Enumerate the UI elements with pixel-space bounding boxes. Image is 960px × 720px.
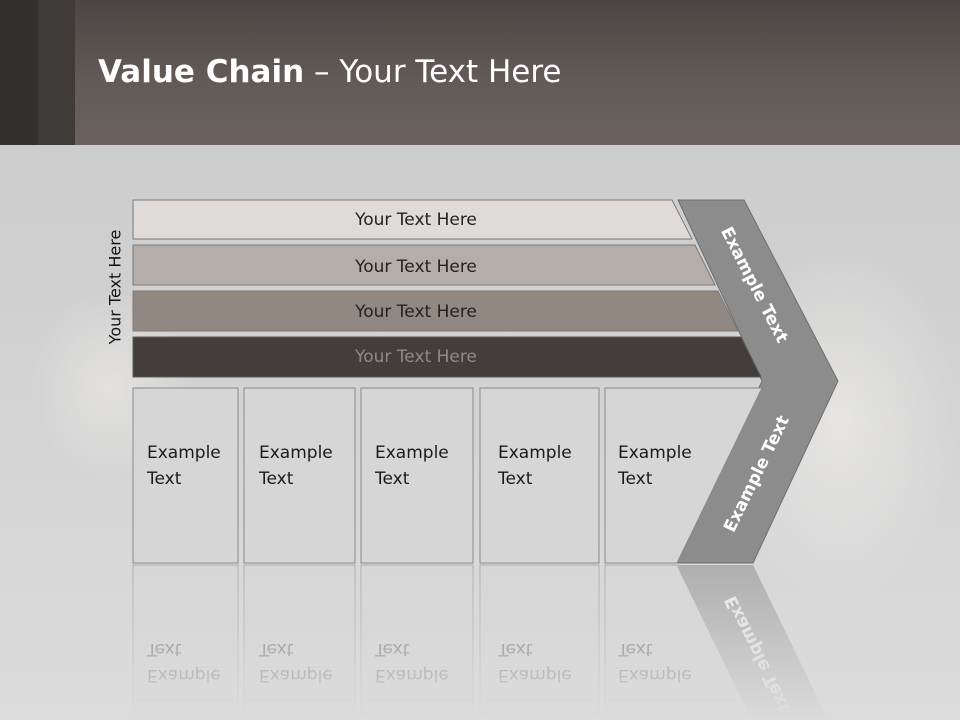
- support-row-3: [132, 290, 739, 332]
- support-row-4: [132, 336, 762, 378]
- slide-title: Value Chain – Your Text Here: [98, 54, 561, 90]
- primary-box-3: [360, 387, 474, 564]
- support-row-3-label: Your Text Here: [354, 302, 477, 322]
- primary-box-2: [243, 387, 356, 564]
- primary-box-3-line2: Text: [374, 469, 410, 489]
- svg-text:Text: Text: [258, 639, 294, 659]
- support-row-2: [132, 244, 716, 286]
- svg-text:Example: Example: [259, 665, 333, 685]
- primary-box-1-line2: Text: [146, 469, 182, 489]
- primary-box-5: [604, 387, 763, 564]
- primary-box-4-line2: Text: [497, 469, 533, 489]
- primary-box-4-line1: Example: [498, 443, 572, 463]
- svg-text:Example: Example: [618, 665, 692, 685]
- support-row-2-label: Your Text Here: [354, 257, 477, 277]
- slide-title-rest: – Your Text Here: [304, 54, 562, 90]
- primary-box-1-line1: Example: [147, 443, 221, 463]
- slide-title-bold: Value Chain: [98, 54, 305, 90]
- svg-text:Text: Text: [497, 639, 533, 659]
- support-row-1: [132, 199, 693, 240]
- banner-accent-strip: [38, 0, 75, 145]
- primary-box-4: [479, 387, 600, 564]
- primary-box-2-line2: Text: [258, 469, 294, 489]
- primary-box-5-line2: Text: [617, 469, 653, 489]
- primary-box-1: [132, 387, 239, 564]
- svg-text:Text: Text: [146, 639, 182, 659]
- svg-text:Example: Example: [498, 665, 572, 685]
- primary-box-3-line1: Example: [375, 443, 449, 463]
- svg-text:Text: Text: [617, 639, 653, 659]
- support-row-4-label: Your Text Here: [354, 347, 477, 367]
- chevron-arrow: [675, 199, 839, 564]
- title-banner: Value Chain – Your Text Here: [0, 0, 960, 145]
- primary-box-5-line1: Example: [618, 443, 692, 463]
- svg-text:Example: Example: [147, 665, 221, 685]
- support-row-1-label: Your Text Here: [354, 210, 477, 230]
- svg-text:Text: Text: [374, 639, 410, 659]
- svg-text:Example: Example: [375, 665, 449, 685]
- primary-box-2-line1: Example: [259, 443, 333, 463]
- diagram-reflection: Example Text Example Text Example Text E…: [132, 564, 829, 720]
- banner-accent-strip: [0, 0, 38, 145]
